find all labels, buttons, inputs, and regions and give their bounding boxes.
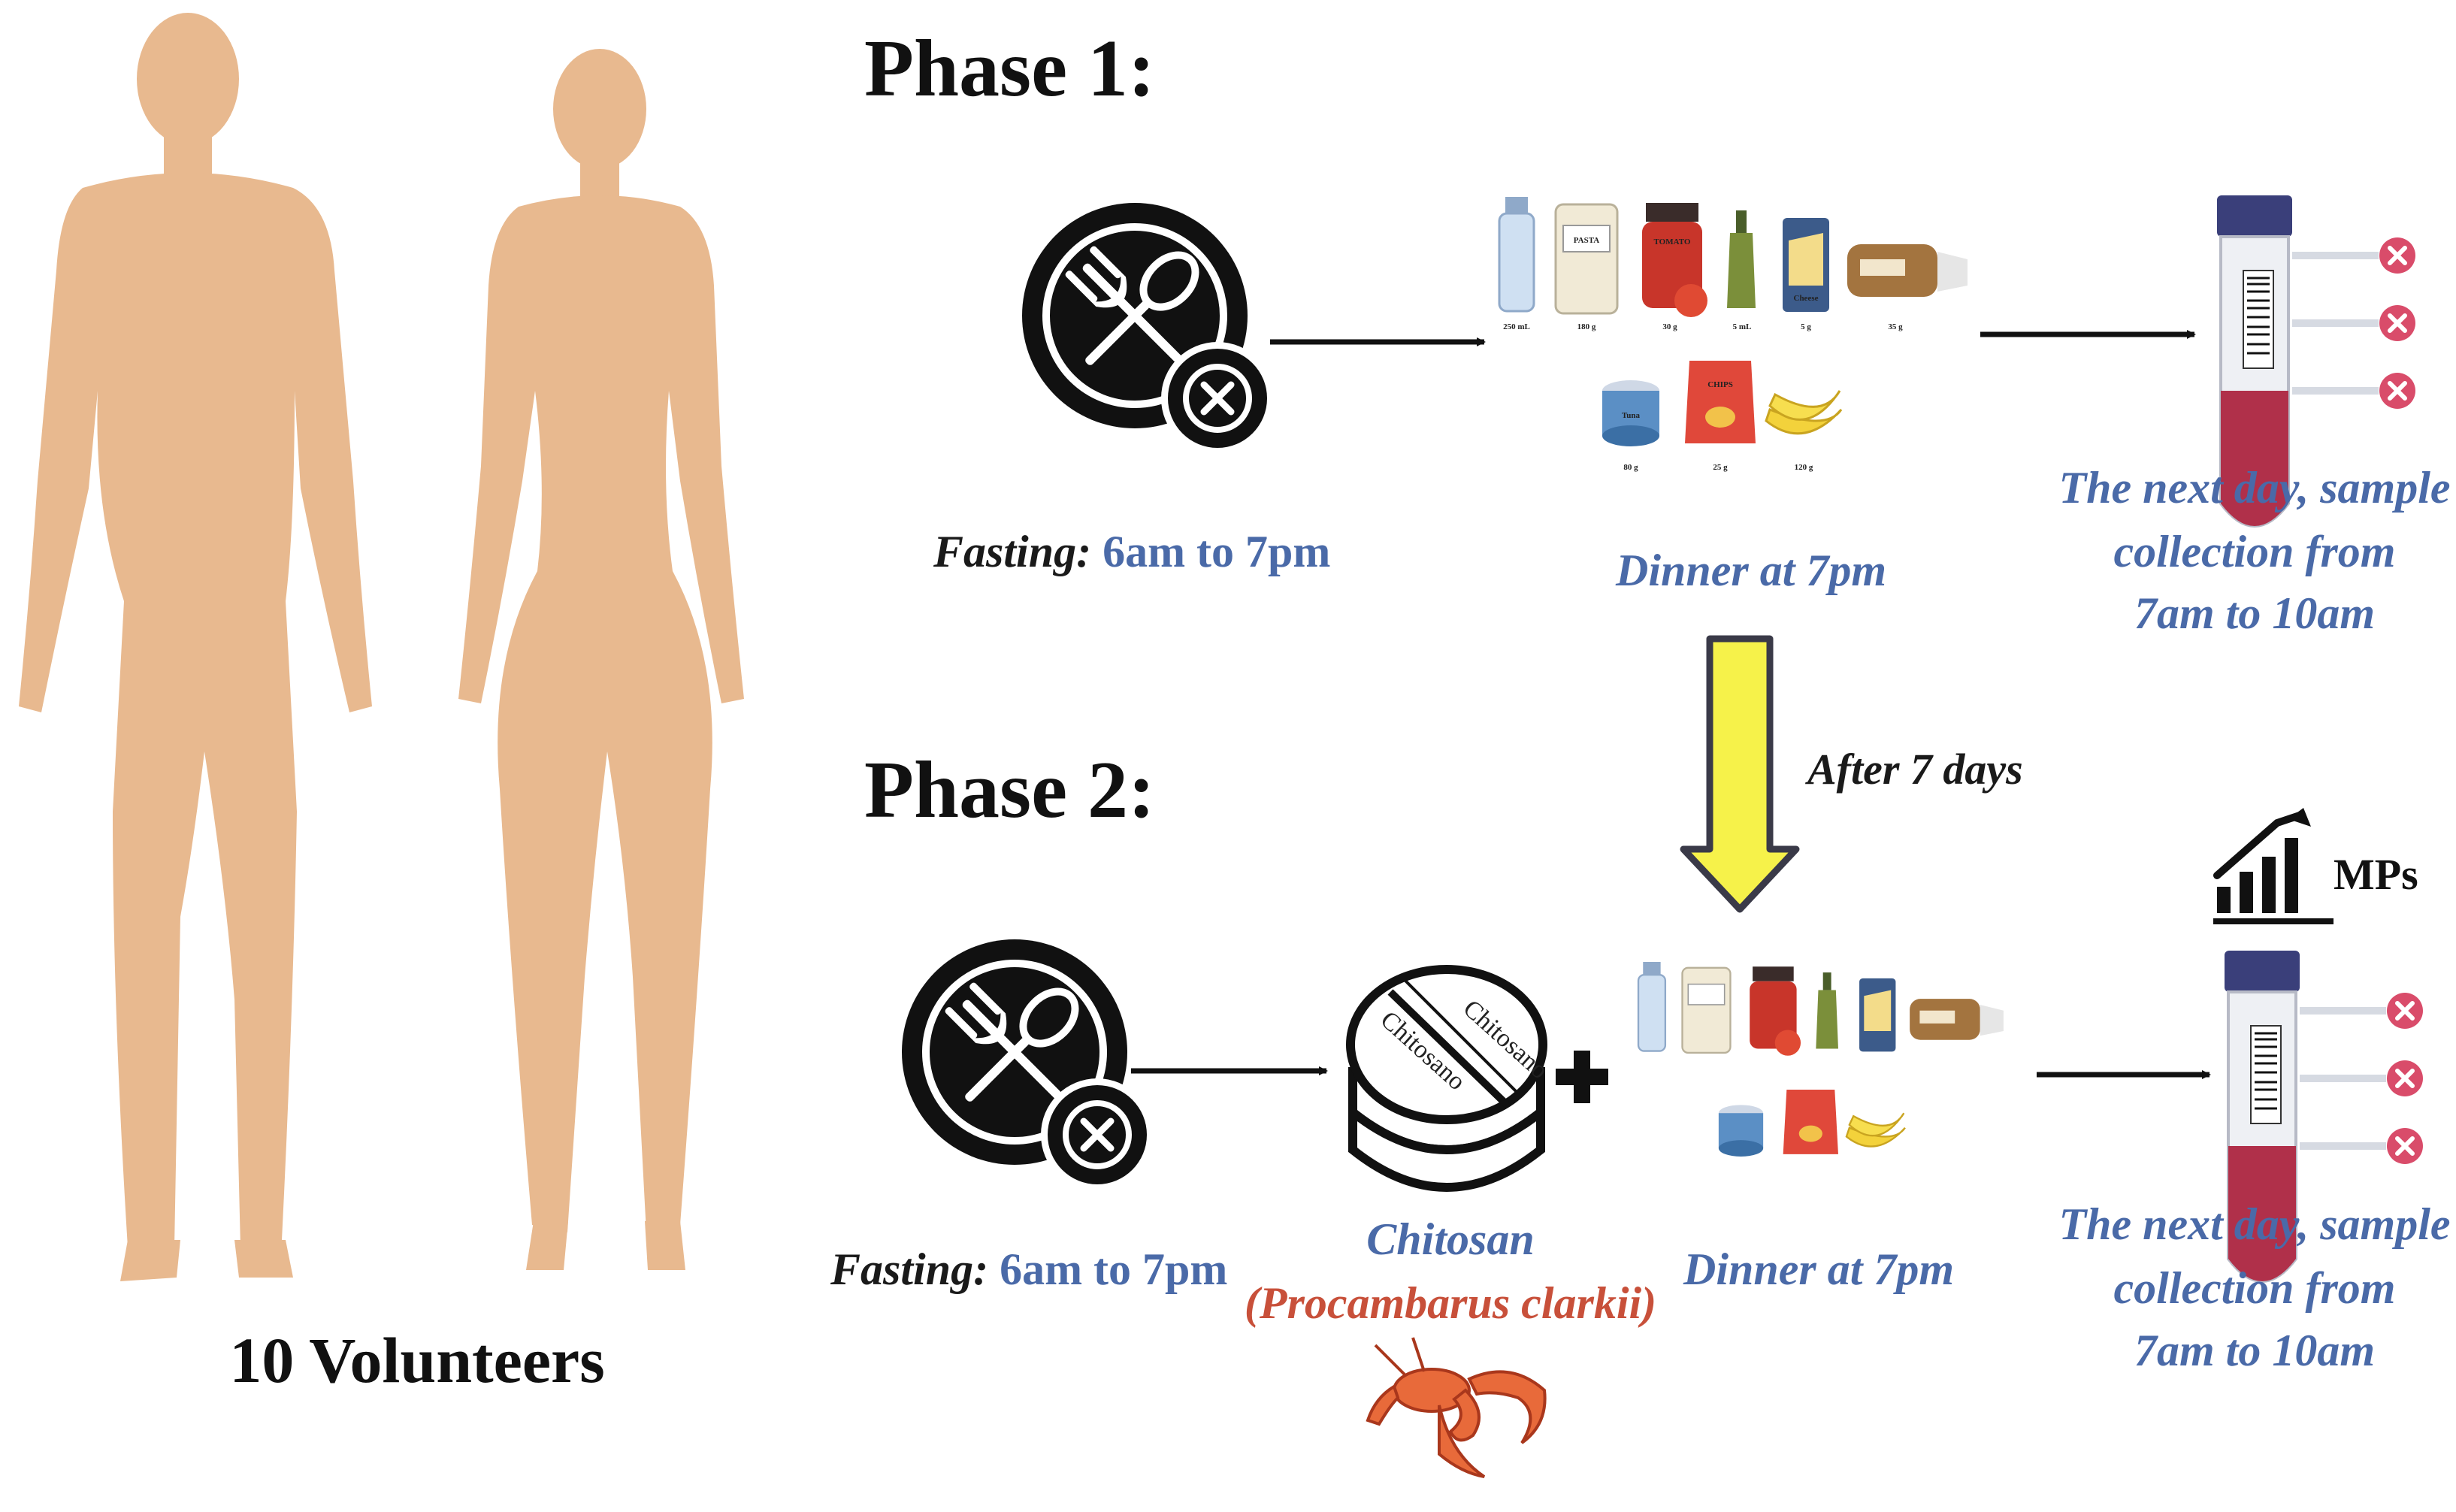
phase2-sample-line3: 7am to 10am (2134, 1326, 2376, 1375)
water-bottle-icon (1498, 197, 1535, 313)
pill-stack-icon: Chitosano Chitosano (1346, 965, 1553, 1192)
phase1-food-icons: PASTA TOMATO Cheese 250 mL 180 g 30 g 5 … (1498, 197, 1968, 472)
bar-chart-up-icon (2213, 808, 2334, 924)
phase1-sample-line1: The next day, sample (2058, 463, 2451, 513)
male-silhouette (19, 13, 372, 1281)
fork-spoon-plate-icon (1022, 203, 1274, 455)
phase2-dinner: Dinner at 7pm (1683, 1244, 1955, 1294)
phase1-title: Phase 1: (864, 24, 1155, 113)
tomato-jar-icon: TOMATO (1642, 203, 1707, 317)
cheese-amount: 5 g (1801, 322, 1811, 331)
crayfish-icon (1366, 1337, 1547, 1478)
phase1-fasting: Fasting: 6am to 7pm (933, 526, 1330, 578)
banana-icon (1765, 390, 1843, 435)
transition-arrow (1680, 635, 1800, 913)
phase2-title: Phase 2: (864, 745, 1155, 835)
fork-spoon-plate-icon-phase2 (902, 939, 1154, 1191)
phase2-fasting-label: Fasting: (830, 1244, 989, 1294)
olive-oil-icon (1727, 210, 1756, 308)
phase2-fasting-time: 6am to 7pm (1000, 1244, 1228, 1294)
pasta-amount: 180 g (1577, 322, 1596, 331)
phase1-dinner: Dinner at 7pm (1616, 546, 1887, 595)
cheese-pack-label: Cheese (1794, 294, 1819, 303)
tomato-amount: 30 g (1662, 322, 1677, 331)
mps-label: MPs (2334, 850, 2418, 899)
plus-icon (1556, 1051, 1608, 1103)
phase2-fasting: Fasting: 6am to 7pm (830, 1244, 1227, 1296)
chitosan-label: Chitosan (1366, 1214, 1535, 1264)
transition-label: After 7 days (1807, 745, 2023, 794)
chips-bag-icon: CHIPS (1685, 361, 1756, 443)
phase1-fasting-label: Fasting: (933, 527, 1092, 576)
water-amount: 250 mL (1503, 322, 1530, 331)
tomato-jar-label: TOMATO (1654, 237, 1691, 246)
phase1-fasting-time: 6am to 7pm (1102, 527, 1331, 576)
banana-amount: 120 g (1795, 463, 1813, 472)
oil-amount: 5 mL (1733, 322, 1752, 331)
bread-bag-icon (1847, 244, 1968, 297)
tuna-can-icon: Tuna (1602, 380, 1659, 446)
species-label: (Procambarus clarkii) (1244, 1278, 1657, 1328)
cheese-pack-icon: Cheese (1783, 218, 1829, 312)
chips-amount: 25 g (1713, 463, 1728, 472)
tuna-can-label: Tuna (1622, 411, 1641, 420)
phase2-sample-line2: collection from (2113, 1263, 2396, 1313)
phase1-sample-line3: 7am to 10am (2134, 588, 2376, 638)
phase2-sample-line1: The next day, sample (2058, 1199, 2451, 1249)
phase2-food-icons (1637, 962, 2004, 1157)
phase1-sample-line2: collection from (2113, 527, 2396, 576)
volunteers-label: 10 Volunteers (229, 1324, 605, 1396)
pasta-jar-label: PASTA (1574, 236, 1599, 245)
chips-bag-label: CHIPS (1707, 380, 1733, 389)
tuna-amount: 80 g (1623, 463, 1638, 472)
pasta-jar-icon: PASTA (1554, 203, 1619, 315)
bread-amount: 35 g (1888, 322, 1903, 331)
female-silhouette (458, 49, 744, 1270)
